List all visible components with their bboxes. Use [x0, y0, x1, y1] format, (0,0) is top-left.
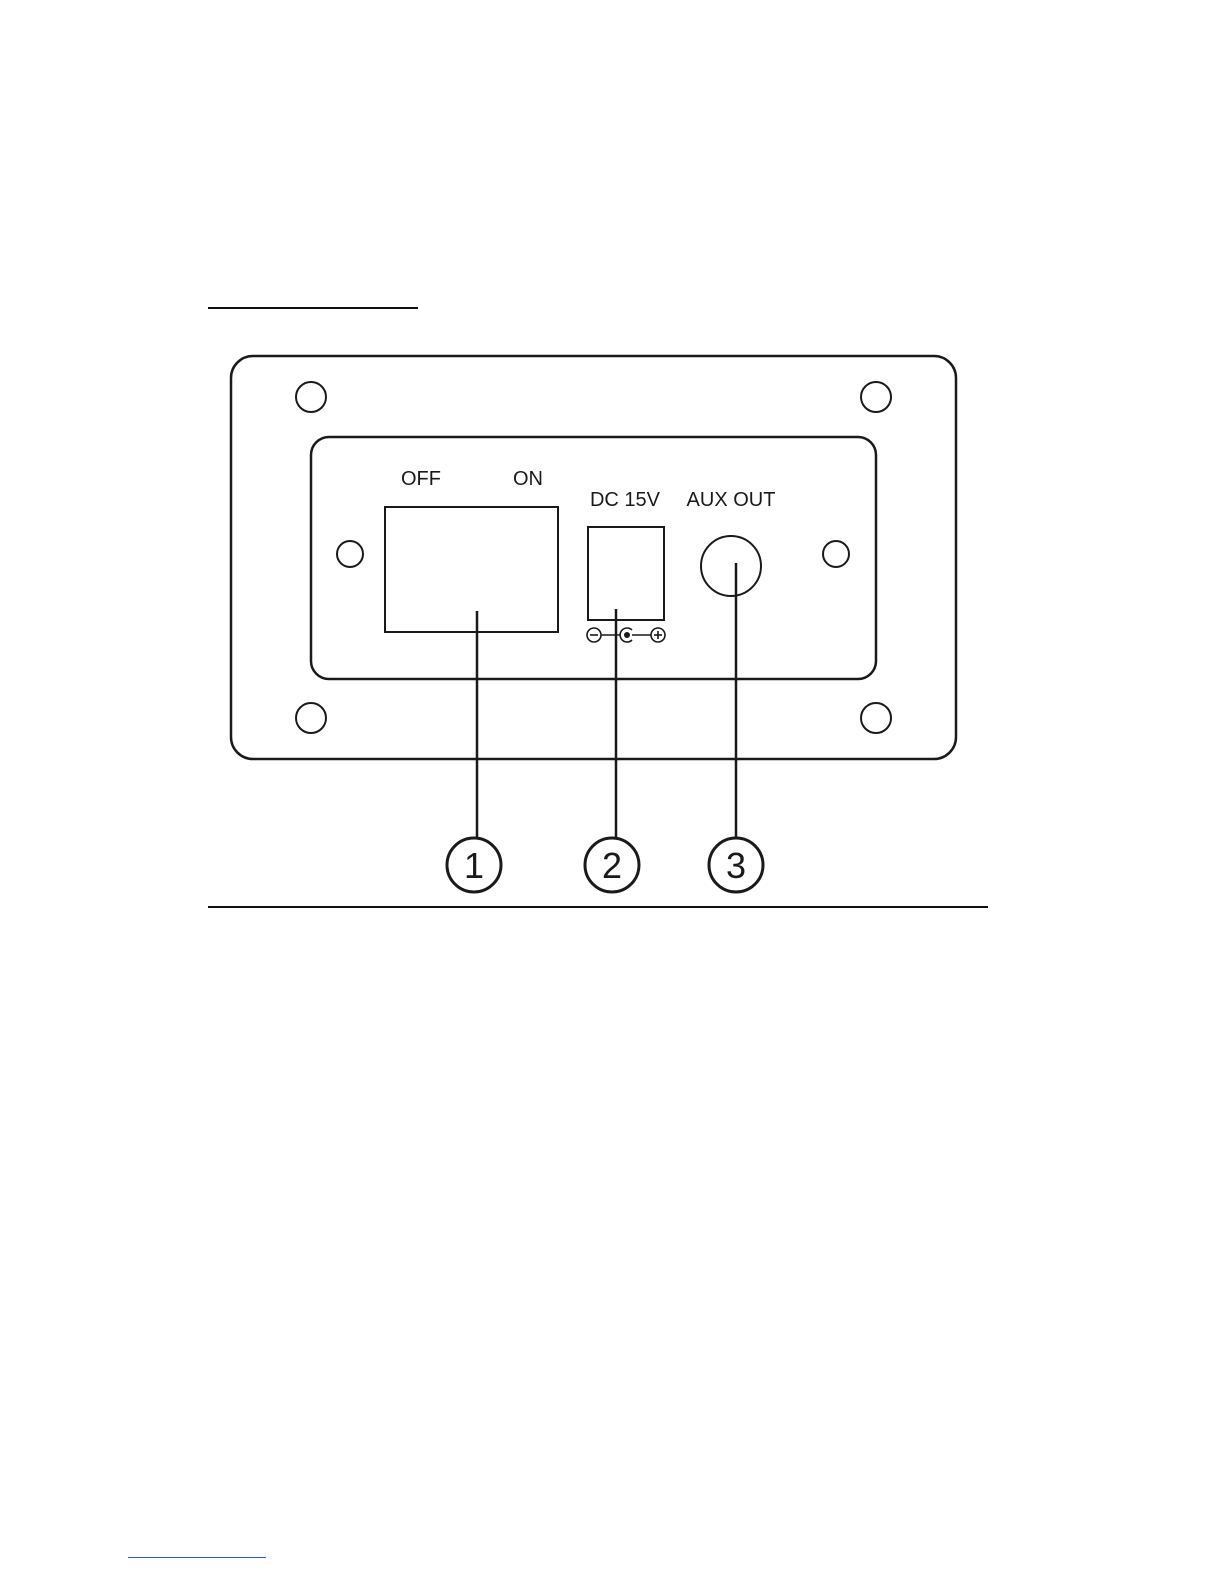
power-switch[interactable] [385, 507, 558, 632]
screw-hole-bottom-right [861, 703, 891, 733]
switch-on-label: ON [513, 468, 543, 490]
screw-hole-top-right [861, 382, 891, 412]
screw-hole-bottom-left [296, 703, 326, 733]
callout-number-1: 1 [464, 845, 484, 886]
aux-out-label: AUX OUT [687, 489, 776, 511]
aux-out-jack[interactable] [701, 536, 761, 596]
screw-hole-inner-right [823, 541, 849, 567]
screw-hole-inner-left [337, 541, 363, 567]
dc-input-jack[interactable] [588, 527, 664, 620]
callout-number-2: 2 [602, 845, 622, 886]
callout-number-3: 3 [726, 845, 746, 886]
switch-off-label: OFF [401, 468, 441, 490]
screw-hole-top-left [296, 382, 326, 412]
dc-input-label: DC 15V [590, 489, 661, 511]
